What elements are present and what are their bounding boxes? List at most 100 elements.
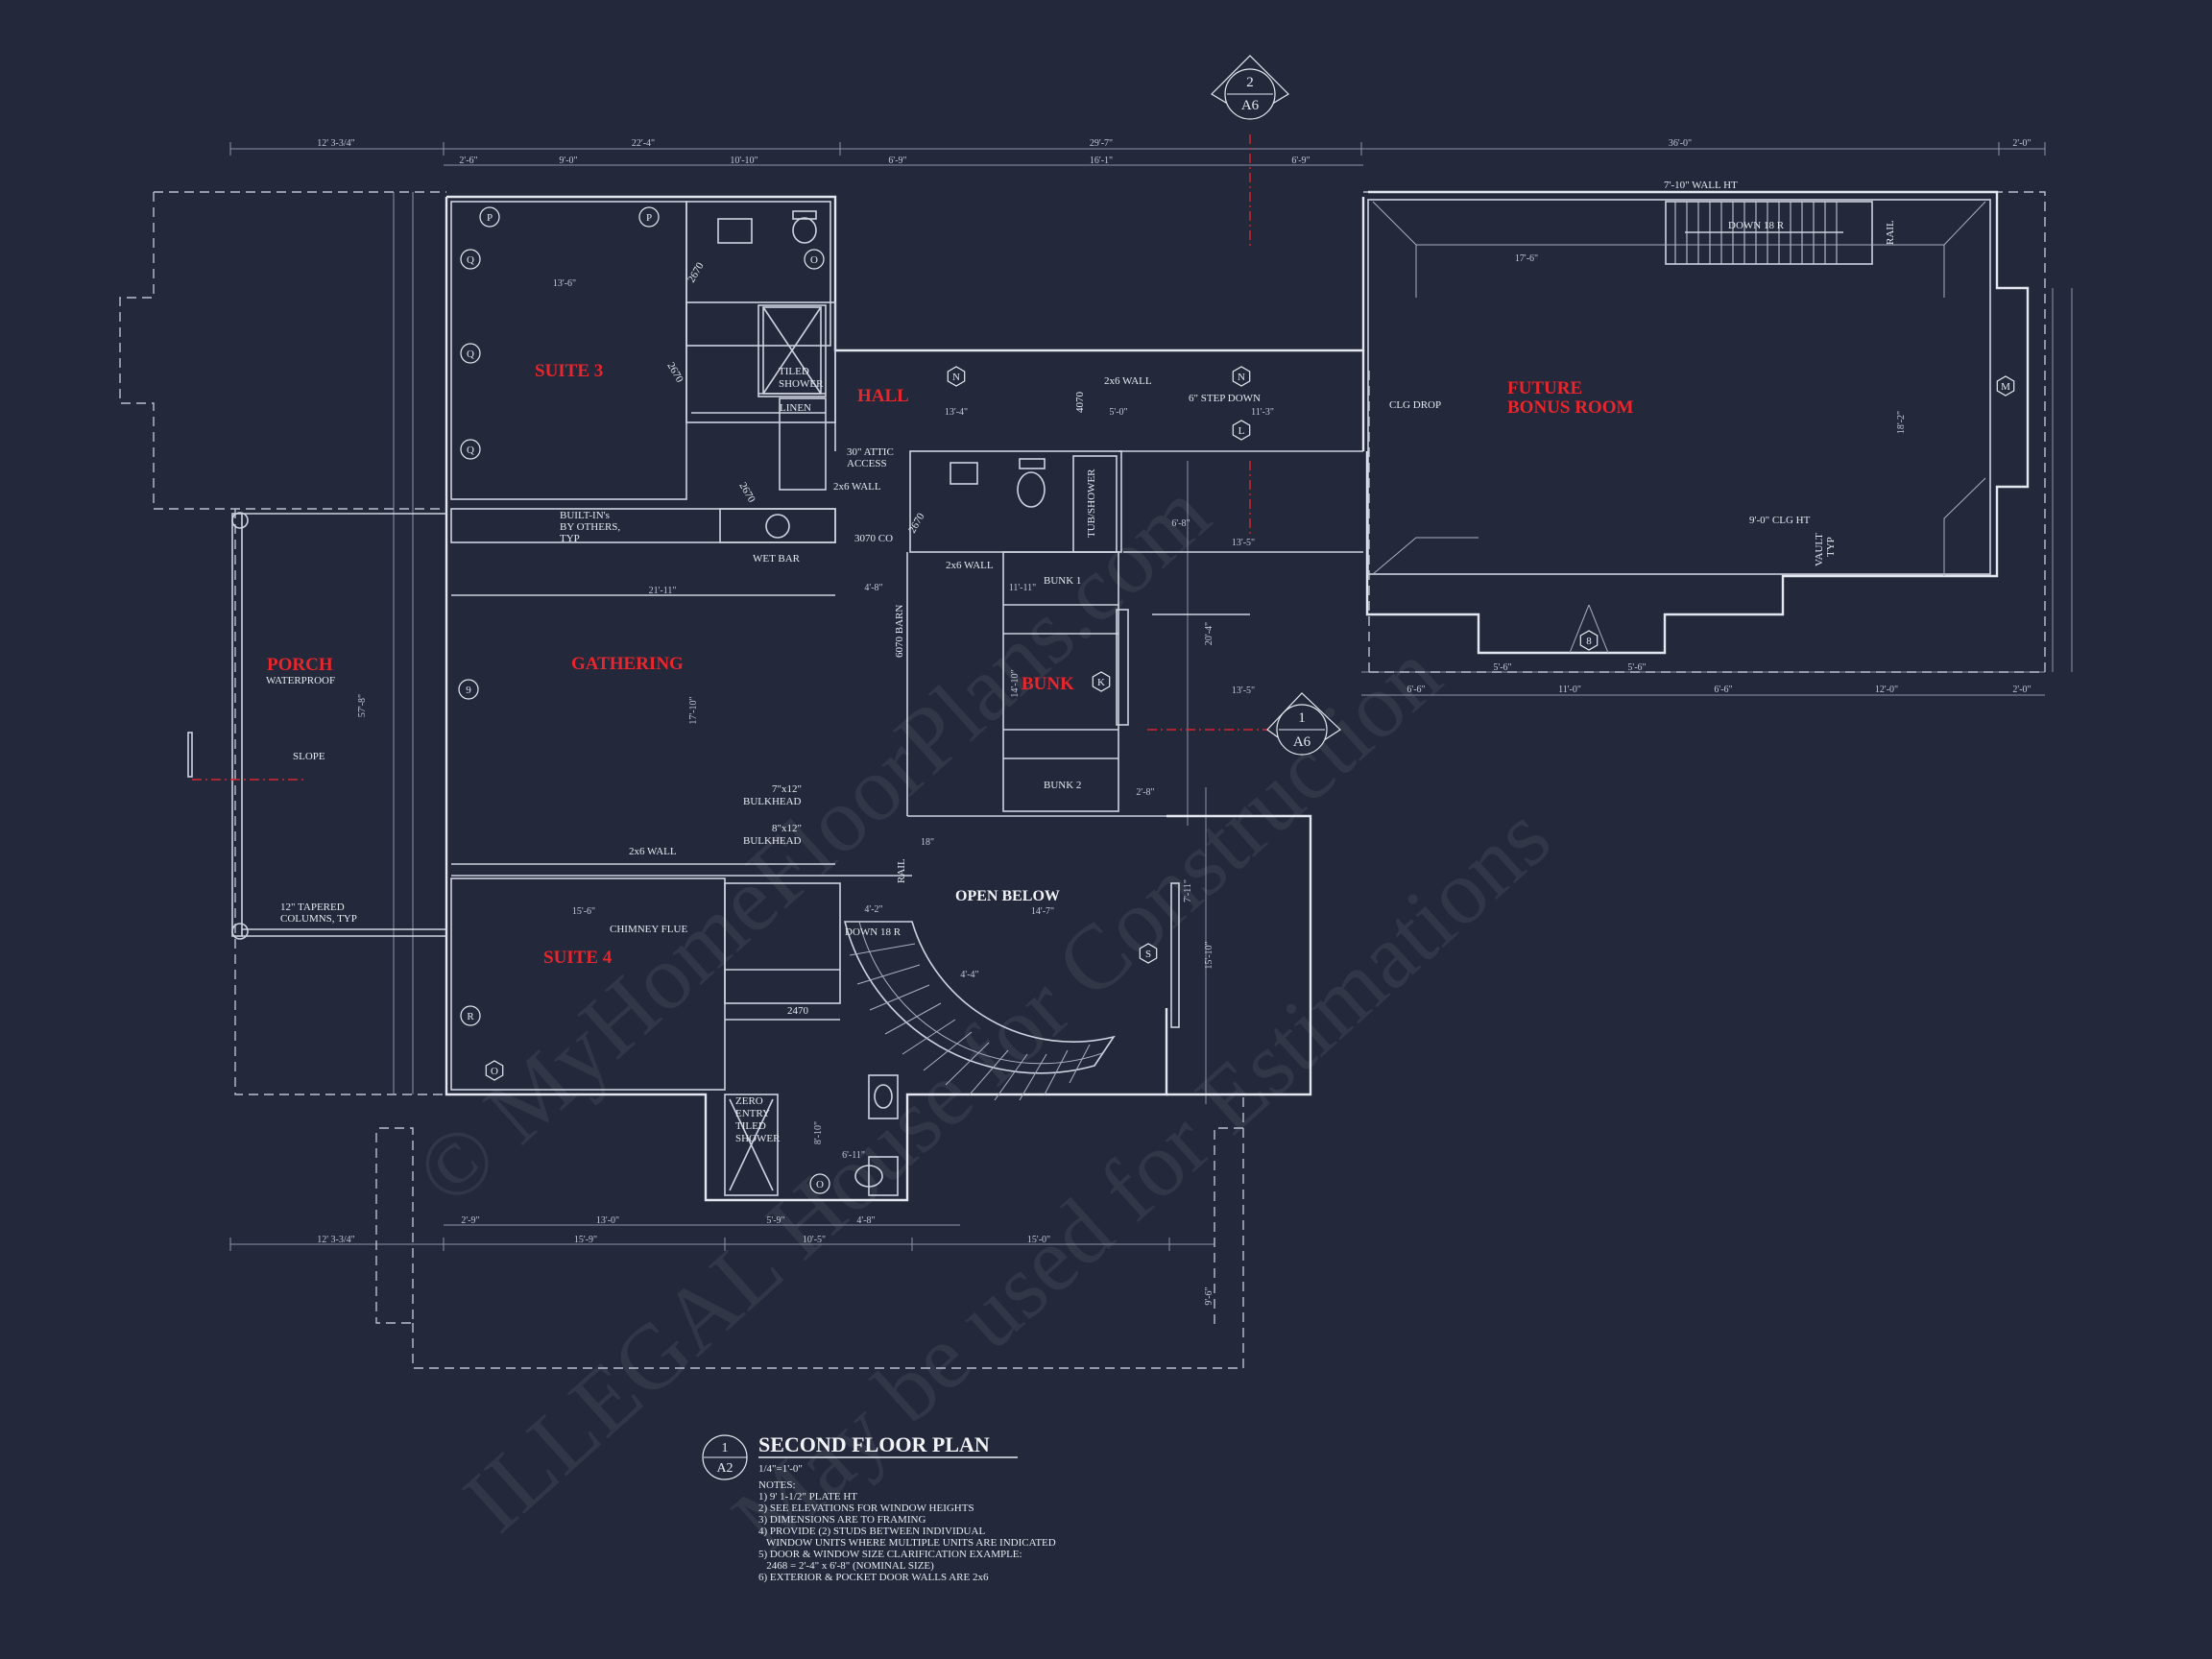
dimension-misc: 6'-8" — [1171, 518, 1190, 529]
window-tag-label: O — [816, 1179, 824, 1190]
dimension-misc: 15'-6" — [572, 906, 595, 917]
door-4070: 4070 — [1074, 392, 1086, 414]
window-tag-shape — [460, 1005, 481, 1026]
porch-waterproof: WATERPROOF — [266, 675, 335, 686]
vault-2: TYP — [1825, 537, 1837, 557]
plan-scale: 1/4"=1'-0" — [758, 1463, 803, 1475]
window-tag-label: P — [487, 212, 493, 224]
dimension-misc: 11'-3" — [1251, 407, 1274, 418]
bulkhead-8-a: 8"x12" — [772, 823, 802, 834]
dimension-bottom-2: 15'-9" — [574, 1235, 597, 1245]
wall-2x6-d: 2x6 WALL — [629, 846, 677, 857]
dimension-misc: 8'-10" — [813, 1121, 824, 1144]
dimension-top: 22'-4" — [632, 138, 655, 149]
tiled-shower-2: SHOWER — [779, 378, 824, 390]
dimension-bottom: 2'-9" — [461, 1215, 479, 1226]
section-2-sheet: A6 — [1241, 98, 1260, 113]
attic-access-1: 30" ATTIC — [847, 446, 894, 458]
wet-bar-label: WET BAR — [753, 553, 801, 565]
window-tag-shape — [947, 366, 966, 387]
dimension-misc: 14'-7" — [1031, 906, 1054, 917]
dimension-texts: 12' 3-3/4"22'-4"29'-7"36'-0"2'-0"2'-6"9'… — [317, 138, 2031, 1306]
dimension-bottom-2: 10'-5" — [803, 1235, 826, 1245]
dimension-bonus: 11'-0" — [1558, 685, 1581, 695]
note-line: 2468 = 2'-4" x 6'-8" (NOMINAL SIZE) — [758, 1560, 934, 1572]
window-tag-shape — [1579, 630, 1599, 651]
door-2670-c: 2670 — [736, 481, 757, 505]
tiled-shower-1: TILED — [779, 366, 809, 377]
down-18r-stair: DOWN 18 R — [845, 926, 902, 938]
bunk-2-label: BUNK 2 — [1044, 780, 1081, 791]
dimension-top: 29'-7" — [1090, 138, 1113, 149]
porch-slope: SLOPE — [293, 751, 325, 762]
room-gathering: GATHERING — [571, 654, 684, 674]
room-labels: SUITE 3 HALL FUTURE BONUS ROOM PORCH GAT… — [267, 361, 1633, 968]
title-block-number: 1 — [722, 1441, 729, 1455]
window-tag-label: M — [2001, 381, 2010, 393]
wall-ht-label: 7'-10" WALL HT — [1664, 180, 1738, 191]
window-tag-shape — [460, 343, 481, 364]
dimension-lines — [229, 142, 2073, 1251]
dimension-misc: 13'-5" — [1232, 538, 1255, 548]
dimension-bonus: 5'-6" — [1627, 662, 1646, 673]
section-2-number: 2 — [1246, 75, 1254, 90]
note-line: WINDOW UNITS WHERE MULTIPLE UNITS ARE IN… — [758, 1537, 1056, 1549]
wall-2x6-a: 2x6 WALL — [833, 481, 881, 493]
clg-drop-label: CLG DROP — [1389, 399, 1441, 411]
window-tag-shape — [485, 1060, 504, 1081]
builtins-3: TYP — [560, 533, 580, 544]
plan-title: SECOND FLOOR PLAN — [758, 1432, 990, 1456]
bulkhead-7-b: BULKHEAD — [743, 796, 802, 807]
columns-1: 12" TAPERED — [280, 902, 345, 913]
note-line: 4) PROVIDE (2) STUDS BETWEEN INDIVIDUAL — [758, 1526, 985, 1537]
dimension-bonus: 12'-0" — [1875, 685, 1898, 695]
dimension-misc: 57'-8" — [357, 694, 368, 717]
upper-stair — [1665, 201, 1873, 265]
dimension-misc: 15'-10" — [1204, 941, 1214, 969]
room-future-bonus-1: FUTURE — [1507, 378, 1582, 398]
open-below-label: OPEN BELOW — [955, 888, 1060, 904]
window-tag-label: Q — [467, 254, 474, 266]
rail-stair: RAIL — [896, 858, 907, 883]
dimension-misc: 17'-6" — [1515, 253, 1538, 264]
dimension-misc: 20'-4" — [1204, 622, 1214, 645]
bunk-1-label: BUNK 1 — [1044, 575, 1081, 587]
window-tag-label: N — [952, 372, 960, 383]
dimension-bonus: 6'-6" — [1407, 685, 1425, 695]
window-tag-shape — [460, 439, 481, 460]
dimension-bottom: 5'-9" — [766, 1215, 784, 1226]
window-tag-label: O — [810, 254, 818, 266]
title-block: 1 A2 SECOND FLOOR PLAN 1/4"=1'-0" NOTES:… — [702, 1432, 1056, 1583]
dimension-top: 36'-0" — [1669, 138, 1692, 149]
section-marker-2: 2 A6 — [1211, 55, 1289, 120]
dimension-misc: 9'-6" — [1204, 1286, 1214, 1305]
dimension-misc: 18'-2" — [1896, 411, 1907, 434]
dimension-top-2: 6'-9" — [1291, 156, 1310, 166]
attic-access-2: ACCESS — [847, 458, 887, 469]
section-1-sheet: A6 — [1293, 734, 1311, 750]
dimension-bottom-2: 12' 3-3/4" — [317, 1235, 355, 1245]
dimension-misc: 5'-0" — [1109, 407, 1127, 418]
window-tag-label: R — [467, 1011, 474, 1022]
window-tag-label: N — [1238, 372, 1245, 383]
window-tag-label: Q — [467, 349, 474, 360]
dimension-misc: 13'-6" — [553, 278, 576, 289]
window-tag-shape — [1092, 671, 1111, 692]
window-tag-shape — [1232, 366, 1251, 387]
dimension-bonus: 2'-0" — [2012, 685, 2031, 695]
interior-walls — [450, 201, 1363, 1196]
window-tag-label: O — [491, 1066, 498, 1077]
bonus-room-roof-lines — [1372, 201, 1986, 654]
dimension-bottom: 4'-8" — [856, 1215, 875, 1226]
note-line: 3) DIMENSIONS ARE TO FRAMING — [758, 1514, 926, 1526]
wall-2x6-b: 2x6 WALL — [1104, 375, 1152, 387]
section-marker-1: 1 A6 — [1266, 692, 1341, 756]
room-future-bonus-2: BONUS ROOM — [1507, 397, 1633, 418]
window-tag-shape — [1996, 375, 2015, 397]
window-tag-label: P — [646, 212, 652, 224]
window-tag-label: S — [1145, 949, 1151, 960]
door-2470: 2470 — [787, 1005, 809, 1017]
down-18r-top: DOWN 18 R — [1728, 220, 1785, 231]
